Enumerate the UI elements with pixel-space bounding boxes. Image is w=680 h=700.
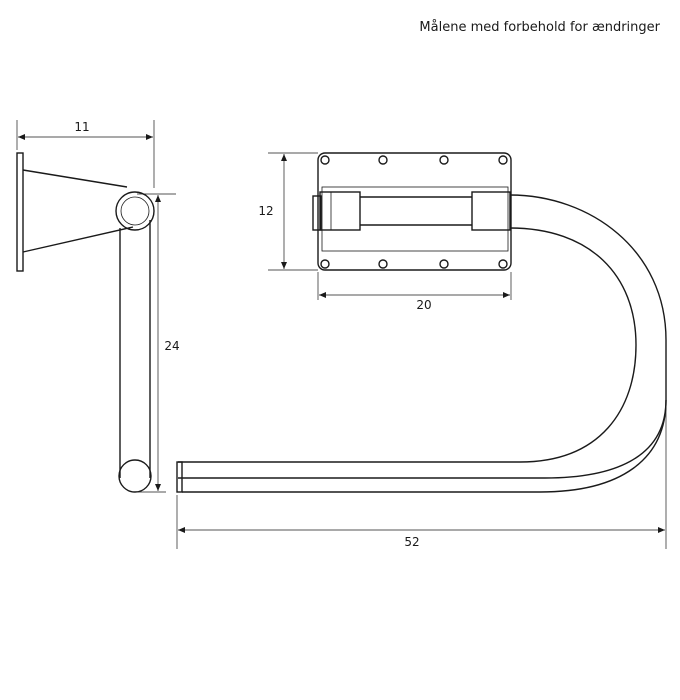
dim-24-label: 24 xyxy=(164,339,179,353)
front-bar-bottom-curve xyxy=(539,399,667,493)
screw-hole-icon xyxy=(378,155,388,165)
screw-hole-icon xyxy=(498,259,508,269)
front-mount-band xyxy=(321,186,509,252)
side-view: 11 24 xyxy=(16,120,180,493)
screw-hole-icon xyxy=(439,155,449,165)
front-end-cap xyxy=(312,195,322,231)
side-bottom-rod-end xyxy=(118,459,152,493)
front-right-block xyxy=(471,191,511,231)
front-bar-end xyxy=(176,461,183,493)
side-top-cylinder-outer xyxy=(115,191,155,231)
dim-20-label: 20 xyxy=(416,298,431,312)
front-left-block xyxy=(319,191,361,231)
screw-hole-icon xyxy=(378,259,388,269)
side-arm xyxy=(22,169,134,253)
dim-12-label: 12 xyxy=(258,204,273,218)
dim-11-label: 11 xyxy=(74,120,89,134)
dim-52-label: 52 xyxy=(404,535,419,549)
front-bar-inner xyxy=(178,227,637,463)
screw-hole-icon xyxy=(320,155,330,165)
front-view: 12 20 52 xyxy=(176,152,667,549)
screw-hole-icon xyxy=(320,259,330,269)
disclaimer-note: Målene med forbehold for ændringer xyxy=(419,20,660,35)
screw-hole-icon xyxy=(498,155,508,165)
side-top-cylinder-inner xyxy=(120,196,150,226)
front-bar-outer xyxy=(178,194,667,479)
side-wall-plate xyxy=(16,152,24,272)
screw-hole-icon xyxy=(439,259,449,269)
front-wall-plate xyxy=(317,152,512,271)
